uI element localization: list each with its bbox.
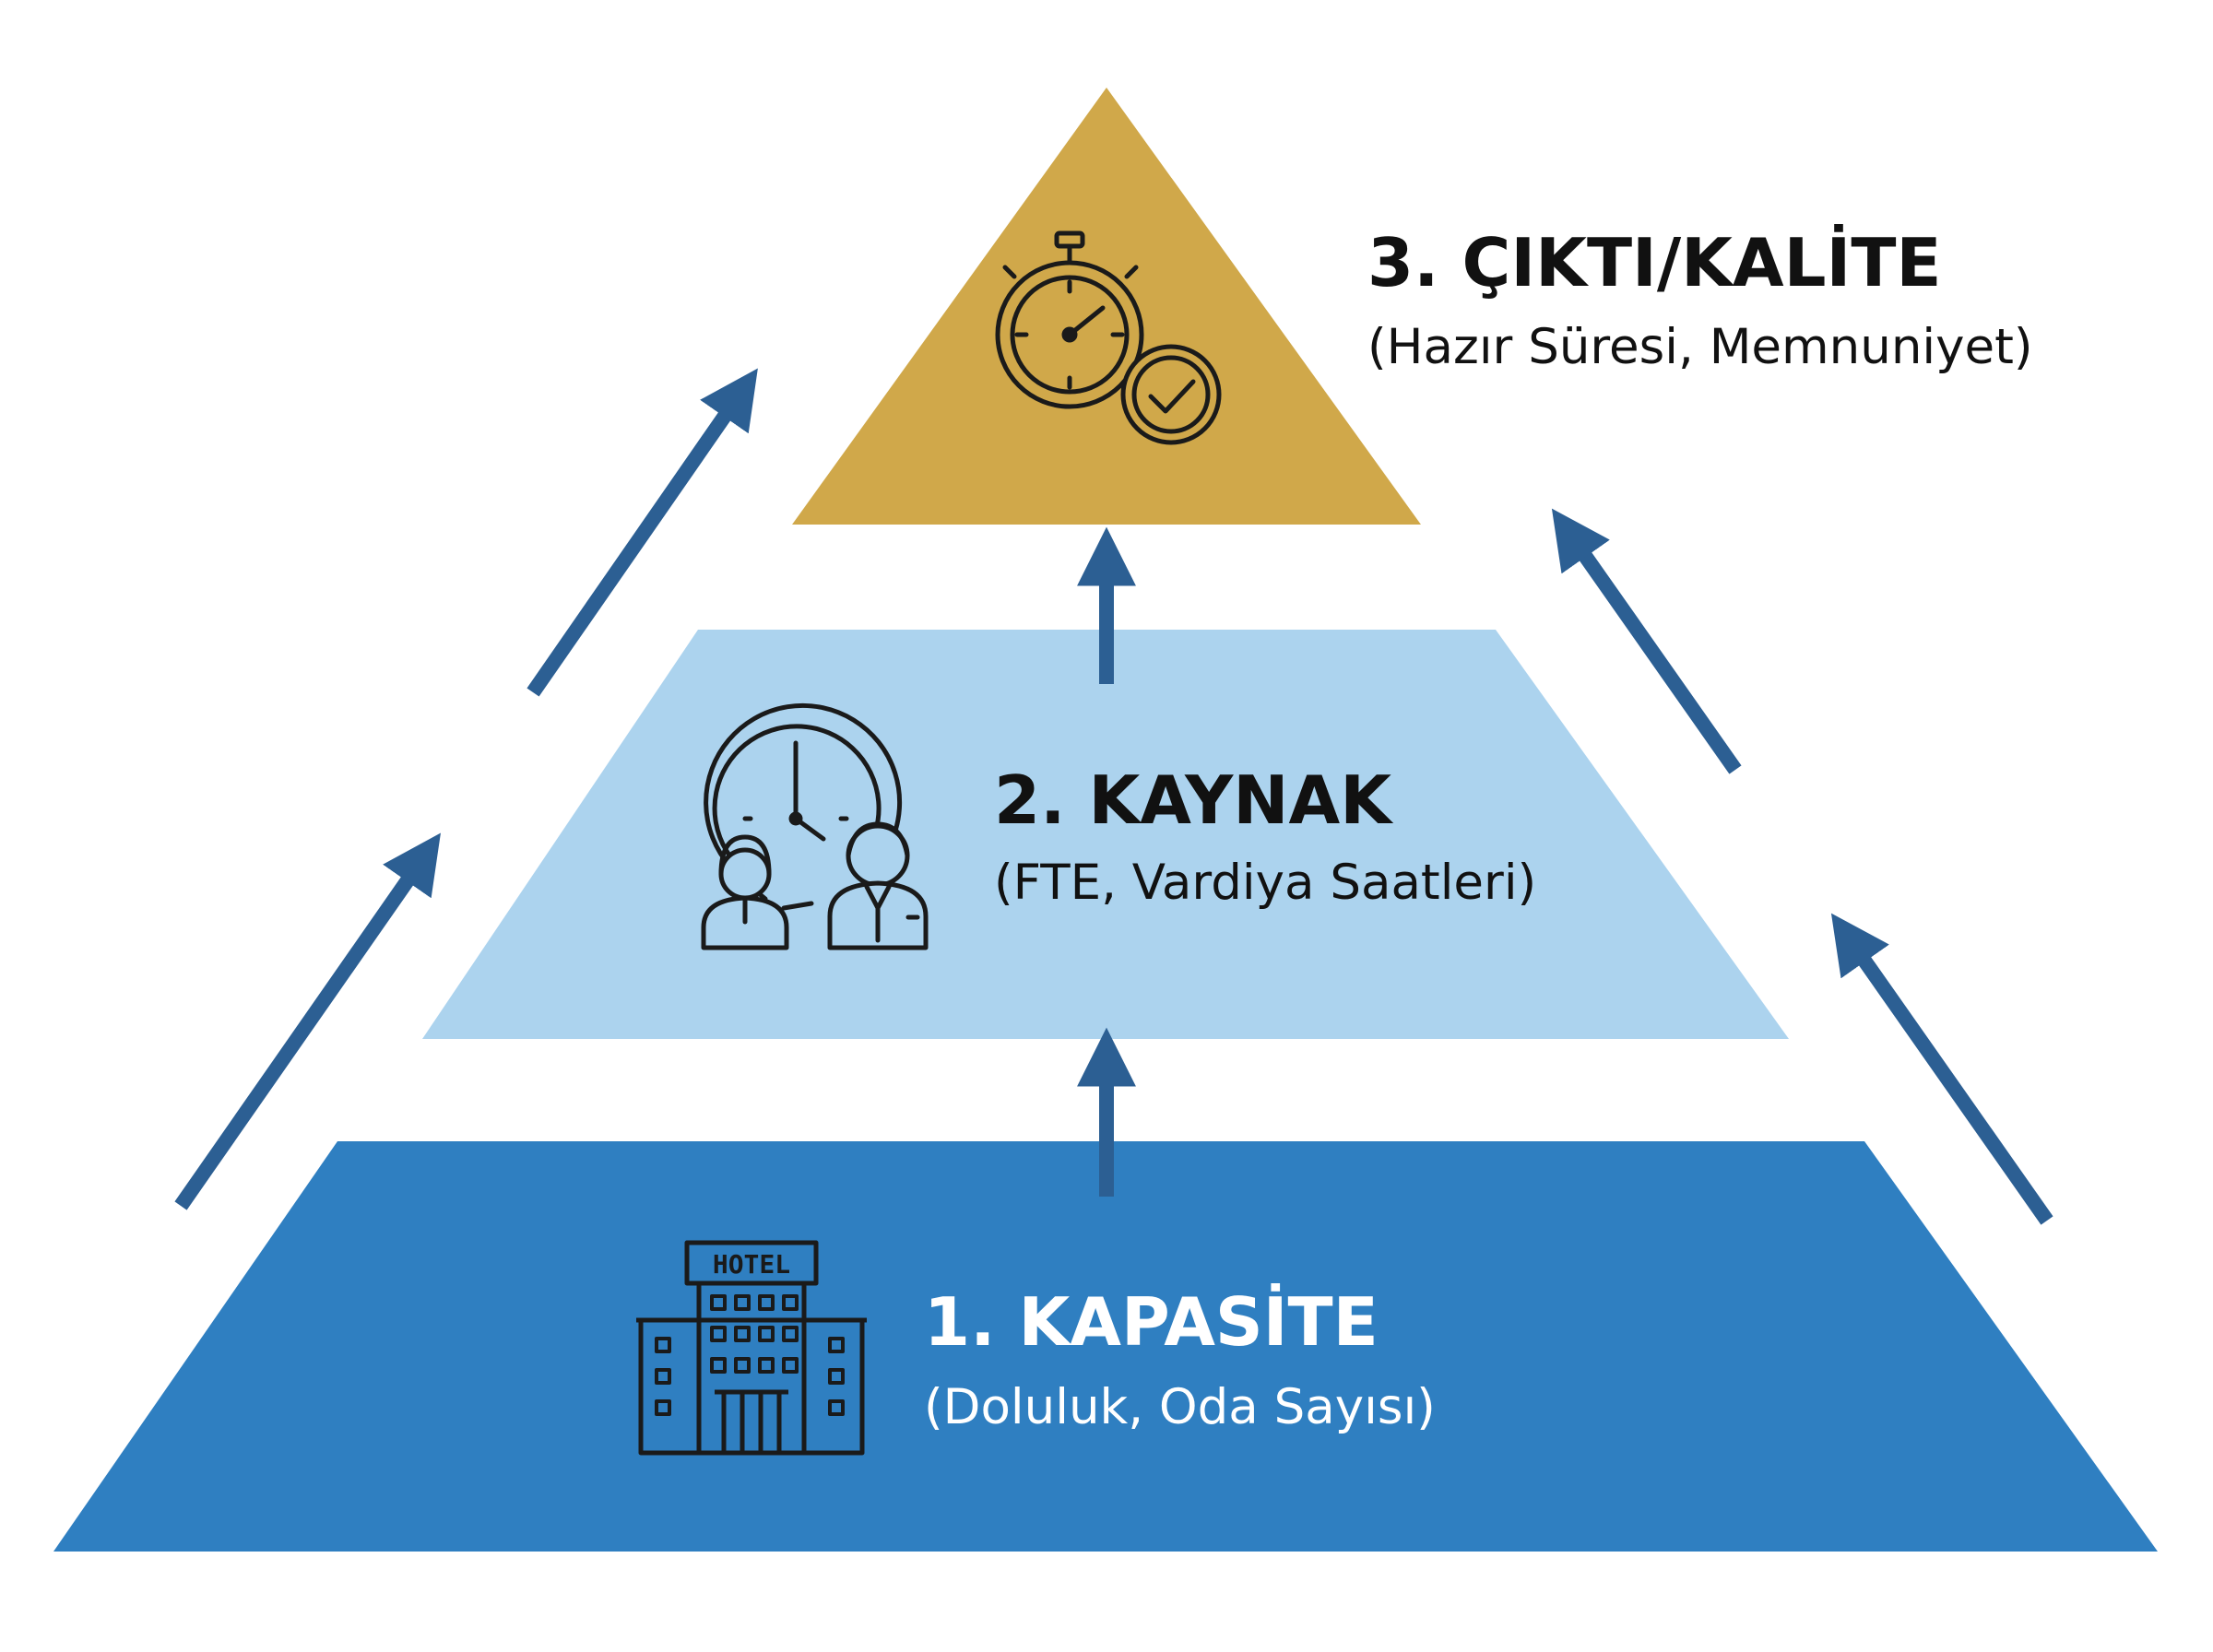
staff-clock-icon <box>701 702 929 950</box>
level-1-subtitle: (Doluluk, Oda Sayısı) <box>924 1379 1436 1435</box>
pyramid-bottom-tier <box>53 1141 2158 1552</box>
hotel-building-icon: HOTEL <box>636 1240 867 1456</box>
arrow-right-upper <box>1551 508 1742 774</box>
level-3-title: 3. ÇIKTI/KALİTE <box>1367 224 1942 301</box>
pyramid-top-tier <box>792 88 1421 525</box>
stopwatch-check-icon <box>995 230 1222 445</box>
level-1-title: 1. KAPASİTE <box>924 1283 1379 1361</box>
arrow-right-lower <box>1830 913 2053 1225</box>
arrow-left-lower <box>174 832 441 1210</box>
level-2-subtitle: (FTE, Vardiya Saatleri) <box>994 855 1536 911</box>
level-3-subtitle: (Hazır Süresi, Memnuniyet) <box>1367 319 2033 375</box>
level-2-title: 2. KAYNAK <box>994 761 1393 839</box>
hotel-sign-text: HOTEL <box>713 1249 790 1280</box>
arrow-left-upper <box>527 368 758 697</box>
hotel-windows <box>655 1294 845 1416</box>
